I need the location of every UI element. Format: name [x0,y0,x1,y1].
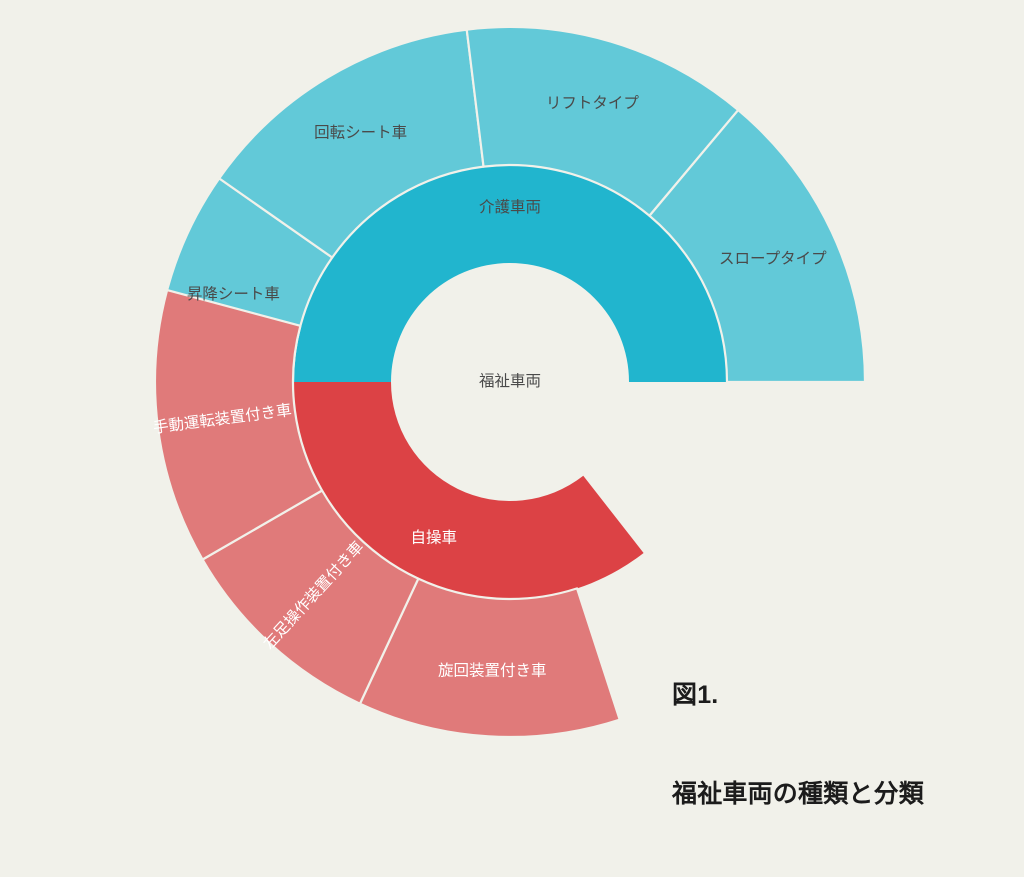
center-label: 福祉車両 [479,372,541,390]
figure-caption: 図1. 福祉車両の種類と分類 [672,613,924,877]
outer-ring-segment-0-3[interactable] [648,108,867,384]
outer-ring-segment-1-2[interactable] [153,289,324,561]
caption-number: 図1. [672,681,719,709]
sunburst-segments [153,25,867,739]
inner-ring-segment-1[interactable] [293,382,644,600]
inner-ring-segment-0[interactable] [293,165,727,382]
figure-container: 介護車両昇降シート車回転シート車リフトタイプスロープタイプ自操車旋回装置付き車左… [152,25,924,808]
caption-title: 福祉車両の種類と分類 [672,780,925,808]
